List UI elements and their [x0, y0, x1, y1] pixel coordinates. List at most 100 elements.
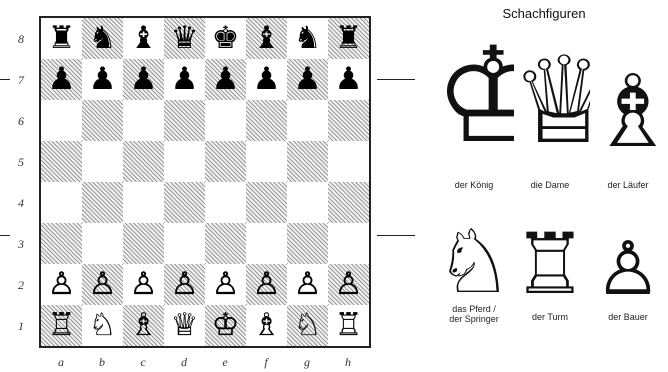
chess-piece: ♟ [171, 64, 199, 95]
square-a6 [41, 100, 82, 141]
rank7-marker-line-right [377, 79, 415, 80]
bishop-caption: der Läufer [588, 180, 668, 190]
chess-piece: ♟ [253, 64, 281, 95]
square-f5 [246, 141, 287, 182]
chess-piece: ♙ [89, 269, 117, 300]
square-c2: ♙ [123, 264, 164, 305]
file-label: b [95, 355, 109, 370]
chess-piece: ♟ [335, 64, 363, 95]
square-h2: ♙ [328, 264, 369, 305]
rank-label: 6 [14, 114, 28, 129]
square-c3 [123, 223, 164, 264]
square-e2: ♙ [205, 264, 246, 305]
square-e1: ♔ [205, 305, 246, 346]
bishop-icon: ♗ [588, 62, 668, 178]
square-e8: ♚ [205, 18, 246, 59]
rank3-marker-line-right [377, 235, 415, 236]
square-d6 [164, 100, 205, 141]
file-label: d [177, 355, 191, 370]
pieces-legend-panel: Schachfiguren ♔der König♕die Dame♗der Lä… [420, 0, 668, 372]
rook-caption: der Turm [510, 312, 590, 322]
chess-piece: ♖ [335, 310, 363, 341]
square-c7: ♟ [123, 59, 164, 100]
square-h4 [328, 182, 369, 223]
square-b5 [82, 141, 123, 182]
square-g3 [287, 223, 328, 264]
knight-caption: der Springer [434, 314, 514, 324]
square-d4 [164, 182, 205, 223]
square-g7: ♟ [287, 59, 328, 100]
square-g6 [287, 100, 328, 141]
square-b8: ♞ [82, 18, 123, 59]
square-g4 [287, 182, 328, 223]
legend-king: ♔ der König [434, 30, 514, 190]
square-b2: ♙ [82, 264, 123, 305]
square-d2: ♙ [164, 264, 205, 305]
rank-label: 5 [14, 155, 28, 170]
legend-bishop: ♗ der Läufer [588, 62, 668, 190]
chess-piece: ♞ [294, 23, 322, 54]
rank-label: 8 [14, 32, 28, 47]
chess-piece: ♚ [212, 23, 240, 54]
square-e5 [205, 141, 246, 182]
chess-piece: ♔ [212, 310, 240, 341]
chess-piece: ♖ [48, 310, 76, 341]
square-b1: ♘ [82, 305, 123, 346]
chess-piece: ♙ [48, 269, 76, 300]
square-g5 [287, 141, 328, 182]
rank-label: 7 [14, 73, 28, 88]
square-b4 [82, 182, 123, 223]
file-label: c [136, 355, 150, 370]
chess-piece: ♙ [335, 269, 363, 300]
chess-piece: ♜ [335, 23, 363, 54]
file-label: h [341, 355, 355, 370]
square-h1: ♖ [328, 305, 369, 346]
square-a8: ♜ [41, 18, 82, 59]
chess-piece: ♞ [89, 23, 117, 54]
square-h3 [328, 223, 369, 264]
chessboard: ♜♞♝♛♚♝♞♜♟♟♟♟♟♟♟♟♙♙♙♙♙♙♙♙♖♘♗♕♔♗♘♖ [39, 16, 371, 348]
rank-label: 3 [14, 237, 28, 252]
chess-piece: ♘ [294, 310, 322, 341]
square-c4 [123, 182, 164, 223]
pawn-icon: ♙ [588, 232, 668, 310]
chess-piece: ♗ [130, 310, 158, 341]
queen-icon: ♕ [510, 42, 590, 178]
square-c8: ♝ [123, 18, 164, 59]
square-e4 [205, 182, 246, 223]
square-e7: ♟ [205, 59, 246, 100]
pawn-caption: der Bauer [588, 312, 668, 322]
rank-label: 4 [14, 196, 28, 211]
legend-queen: ♕ die Dame [510, 42, 590, 190]
chess-piece: ♙ [130, 269, 158, 300]
chess-piece: ♝ [253, 23, 281, 54]
square-d3 [164, 223, 205, 264]
rook-icon: ♖ [510, 222, 590, 310]
king-icon: ♔ [434, 30, 514, 178]
chess-piece: ♟ [130, 64, 158, 95]
chess-piece: ♛ [171, 23, 199, 54]
rank-label: 2 [14, 278, 28, 293]
square-f7: ♟ [246, 59, 287, 100]
square-b3 [82, 223, 123, 264]
legend-knight: ♘das Pferd /der Springer [434, 218, 514, 324]
rank7-marker-line [0, 79, 10, 80]
square-c6 [123, 100, 164, 141]
chess-piece: ♟ [48, 64, 76, 95]
chess-piece: ♟ [89, 64, 117, 95]
square-d5 [164, 141, 205, 182]
file-label: f [259, 355, 273, 370]
king-caption: der König [434, 180, 514, 190]
chess-piece: ♘ [89, 310, 117, 341]
square-f2: ♙ [246, 264, 287, 305]
queen-caption: die Dame [510, 180, 590, 190]
square-a1: ♖ [41, 305, 82, 346]
square-e6 [205, 100, 246, 141]
chess-piece: ♟ [294, 64, 322, 95]
square-g8: ♞ [287, 18, 328, 59]
square-f3 [246, 223, 287, 264]
chess-piece: ♕ [171, 310, 199, 341]
square-d8: ♛ [164, 18, 205, 59]
chess-piece: ♙ [253, 269, 281, 300]
